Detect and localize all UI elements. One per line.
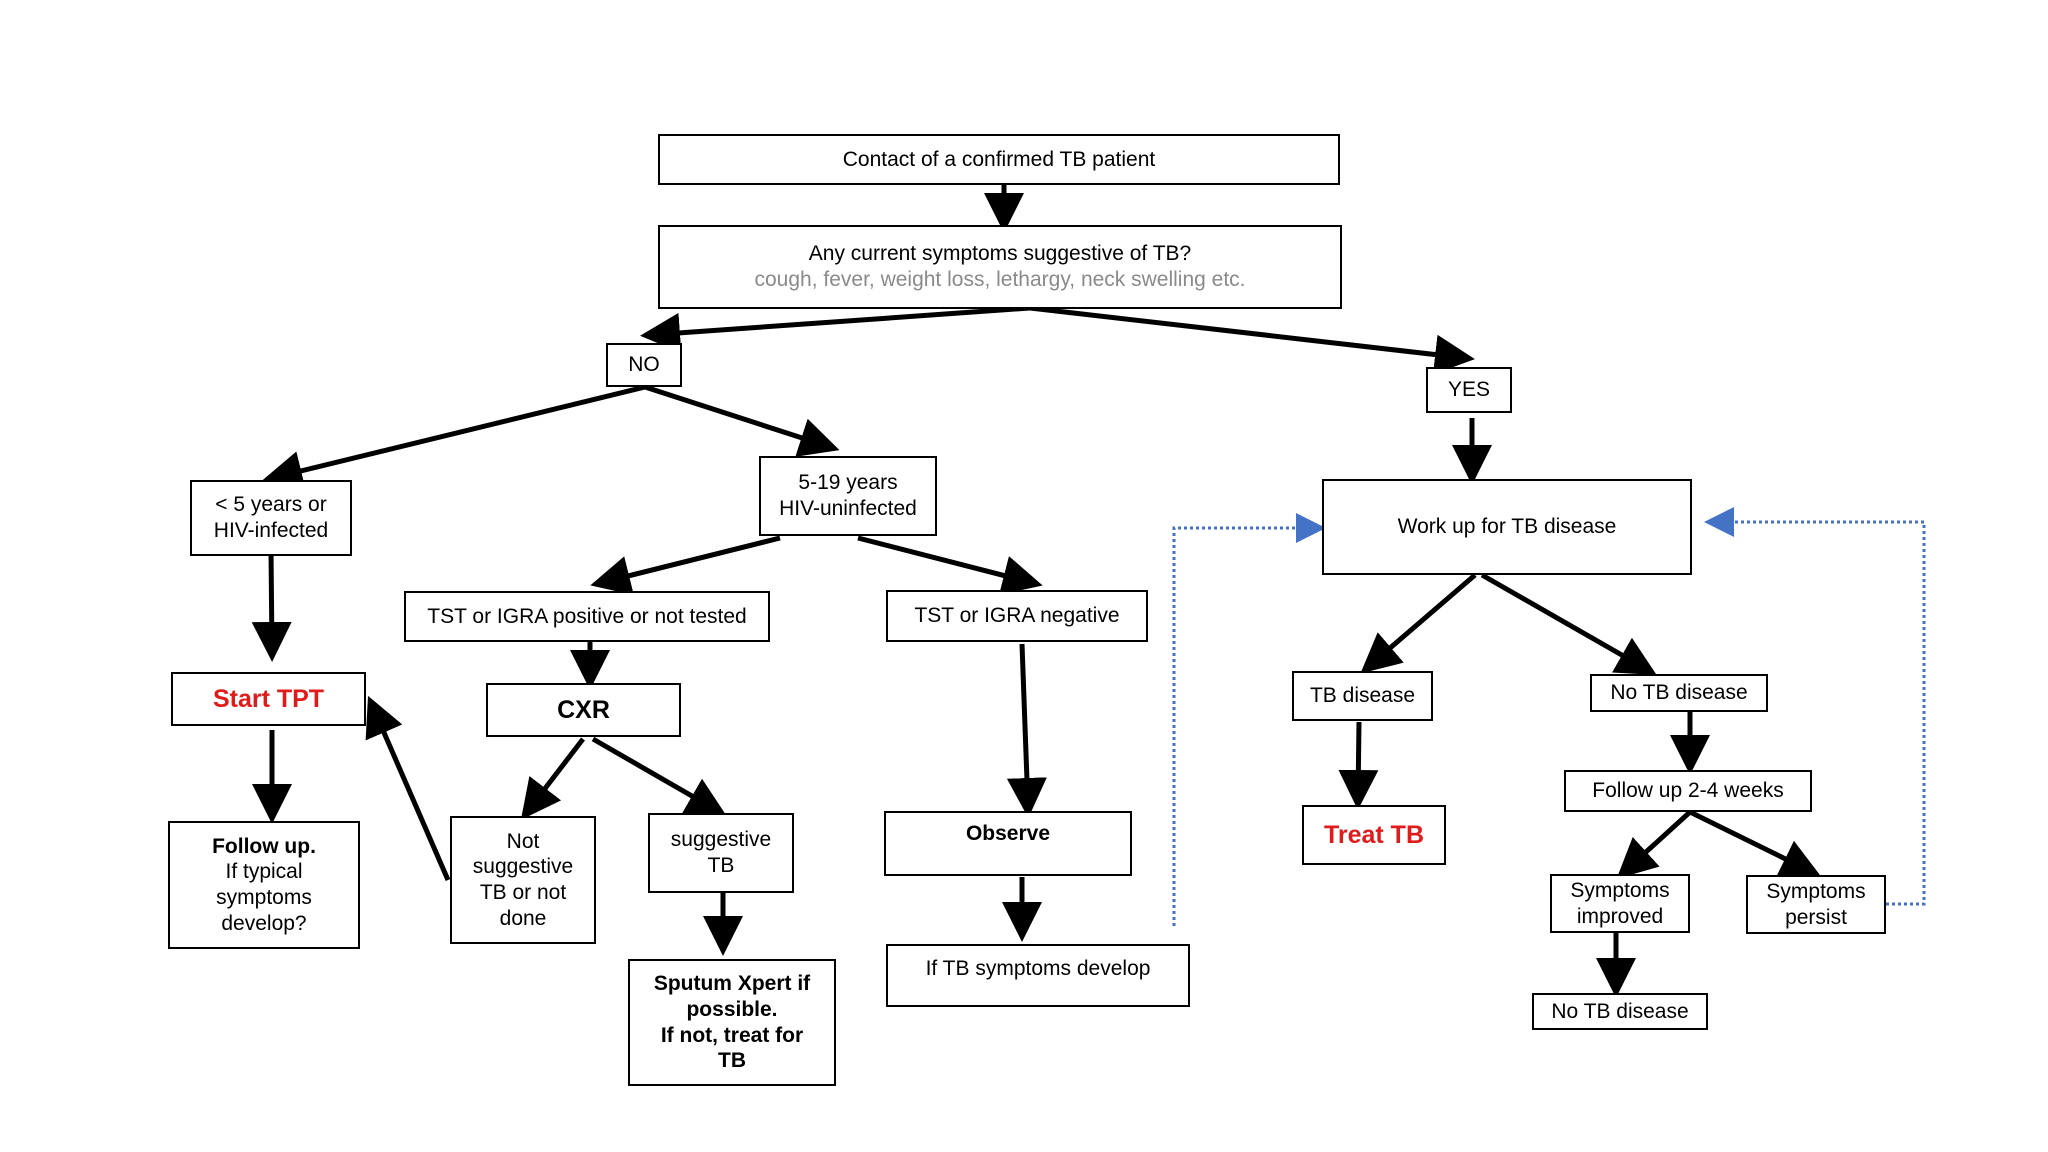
no-tb-final-box: No TB disease — [1532, 993, 1708, 1030]
symptoms-improved-line-1: Symptoms — [1570, 878, 1670, 902]
arrow-workup-to-tb-disease — [1360, 573, 1477, 674]
not-suggestive-line-4: done — [499, 906, 547, 930]
if-tb-symptoms-label: If TB symptoms develop — [925, 957, 1151, 980]
arrow-cxr-to-not-suggestive — [520, 737, 585, 820]
tb-disease-box: TB disease — [1292, 671, 1433, 721]
sputum-xpert-box: Sputum Xpert if possible. If not, treat … — [628, 959, 836, 1086]
observe-label: Observe — [965, 822, 1051, 845]
workup-box: Work up for TB disease — [1322, 479, 1692, 575]
arrow-tb-disease-to-treat — [1338, 721, 1379, 810]
arrow-followup-weeks-to-improved — [1616, 810, 1692, 879]
tst-negative-box: TST or IGRA negative — [886, 590, 1148, 642]
symptoms-improved-line-2: improved — [1576, 904, 1664, 928]
contact-label: Contact of a confirmed TB patient — [842, 147, 1156, 171]
followup-box: Follow up. If typical symptoms develop? — [168, 821, 360, 949]
yes-label: YES — [1447, 378, 1491, 402]
feedback-persist-to-workup — [1704, 507, 1926, 906]
followup-weeks-label: Follow up 2-4 weeks — [1592, 779, 1784, 803]
arrow-5-19-to-tst-negative — [857, 535, 1043, 595]
followup-weeks-box: Follow up 2-4 weeks — [1564, 770, 1812, 812]
arrow-symptoms-to-no — [640, 305, 1031, 353]
not-suggestive-line-1: Not — [506, 829, 540, 853]
observe-box: Observe — [884, 811, 1132, 876]
sputum-line-3: If not, treat for — [660, 1023, 804, 1047]
yes-box: YES — [1426, 367, 1512, 413]
arrow-not-suggestive-to-start-tpt — [365, 695, 451, 881]
sputum-line-2: possible. — [686, 997, 778, 1021]
cxr-box: CXR — [486, 683, 681, 737]
sputum-line-4: TB — [718, 1049, 746, 1073]
age-5-19-label: 5-19 years — [798, 471, 898, 495]
under5-label: < 5 years or — [215, 493, 327, 517]
workup-label: Work up for TB disease — [1397, 515, 1617, 539]
treat-tb-box: Treat TB — [1302, 805, 1446, 865]
symptoms-question-box: Any current symptoms suggestive of TB? c… — [658, 225, 1342, 309]
no-tb-disease-label: No TB disease — [1610, 681, 1748, 705]
suggestive-line-1: suggestive — [670, 828, 772, 852]
if-tb-symptoms-box: If TB symptoms develop — [886, 944, 1190, 1007]
suggestive-line-2: TB — [707, 854, 735, 877]
symptoms-persist-box: Symptoms persist — [1746, 875, 1886, 934]
no-box: NO — [606, 343, 682, 387]
symptoms-persist-line-2: persist — [1785, 905, 1847, 929]
symptoms-improved-box: Symptoms improved — [1550, 874, 1690, 933]
followup-line-4: develop? — [221, 911, 307, 935]
tst-positive-box: TST or IGRA positive or not tested — [404, 591, 770, 642]
feedback-if-symptoms-to-workup — [1172, 513, 1326, 926]
tst-positive-label: TST or IGRA positive or not tested — [427, 604, 747, 628]
contact-box: Contact of a confirmed TB patient — [658, 134, 1340, 185]
treat-tb-label: Treat TB — [1323, 820, 1425, 849]
hiv-uninfected-label: HIV-uninfected — [779, 497, 917, 520]
arrow-followup-weeks-to-persist — [1688, 809, 1821, 877]
suggestive-box: suggestive TB — [648, 813, 794, 893]
tb-disease-label: TB disease — [1309, 684, 1416, 708]
arrow-no-to-5-19 — [644, 384, 840, 457]
arrow-cxr-to-suggestive — [591, 736, 727, 816]
arrow-symptoms-to-yes — [1029, 305, 1475, 375]
not-suggestive-box: Not suggestive TB or not done — [450, 816, 596, 944]
no-tb-disease-box: No TB disease — [1590, 674, 1768, 712]
symptoms-question-label: Any current symptoms suggestive of TB? — [808, 242, 1192, 266]
age-5-19-box: 5-19 years HIV-uninfected — [759, 456, 937, 536]
under5-hiv-box: < 5 years or HIV-infected — [190, 480, 352, 556]
cxr-label: CXR — [557, 695, 610, 724]
arrow-workup-to-no-tb — [1480, 572, 1657, 675]
arrow-5-19-to-tst-positive — [590, 535, 781, 596]
start-tpt-box: Start TPT — [171, 672, 366, 726]
tst-negative-label: TST or IGRA negative — [914, 604, 1120, 628]
not-suggestive-line-2: suggestive — [472, 855, 574, 879]
arrow-no-to-under5 — [262, 384, 646, 491]
sputum-line-1: Sputum Xpert if — [653, 972, 811, 996]
followup-line-2: If typical — [225, 860, 303, 884]
hiv-infected-label: HIV-infected — [213, 519, 329, 542]
arrow-under5-to-start-tpt — [251, 549, 292, 662]
followup-line-3: symptoms — [216, 886, 312, 909]
not-suggestive-line-3: TB or not — [479, 881, 567, 904]
no-tb-final-label: No TB disease — [1551, 999, 1689, 1023]
symptoms-examples-label: cough, fever, weight loss, lethargy, nec… — [754, 268, 1246, 291]
followup-title: Follow up. — [212, 834, 316, 858]
symptoms-persist-line-1: Symptoms — [1766, 879, 1866, 903]
start-tpt-label: Start TPT — [212, 684, 325, 713]
no-label: NO — [628, 353, 660, 377]
arrow-tst-negative-to-observe — [1006, 643, 1047, 818]
